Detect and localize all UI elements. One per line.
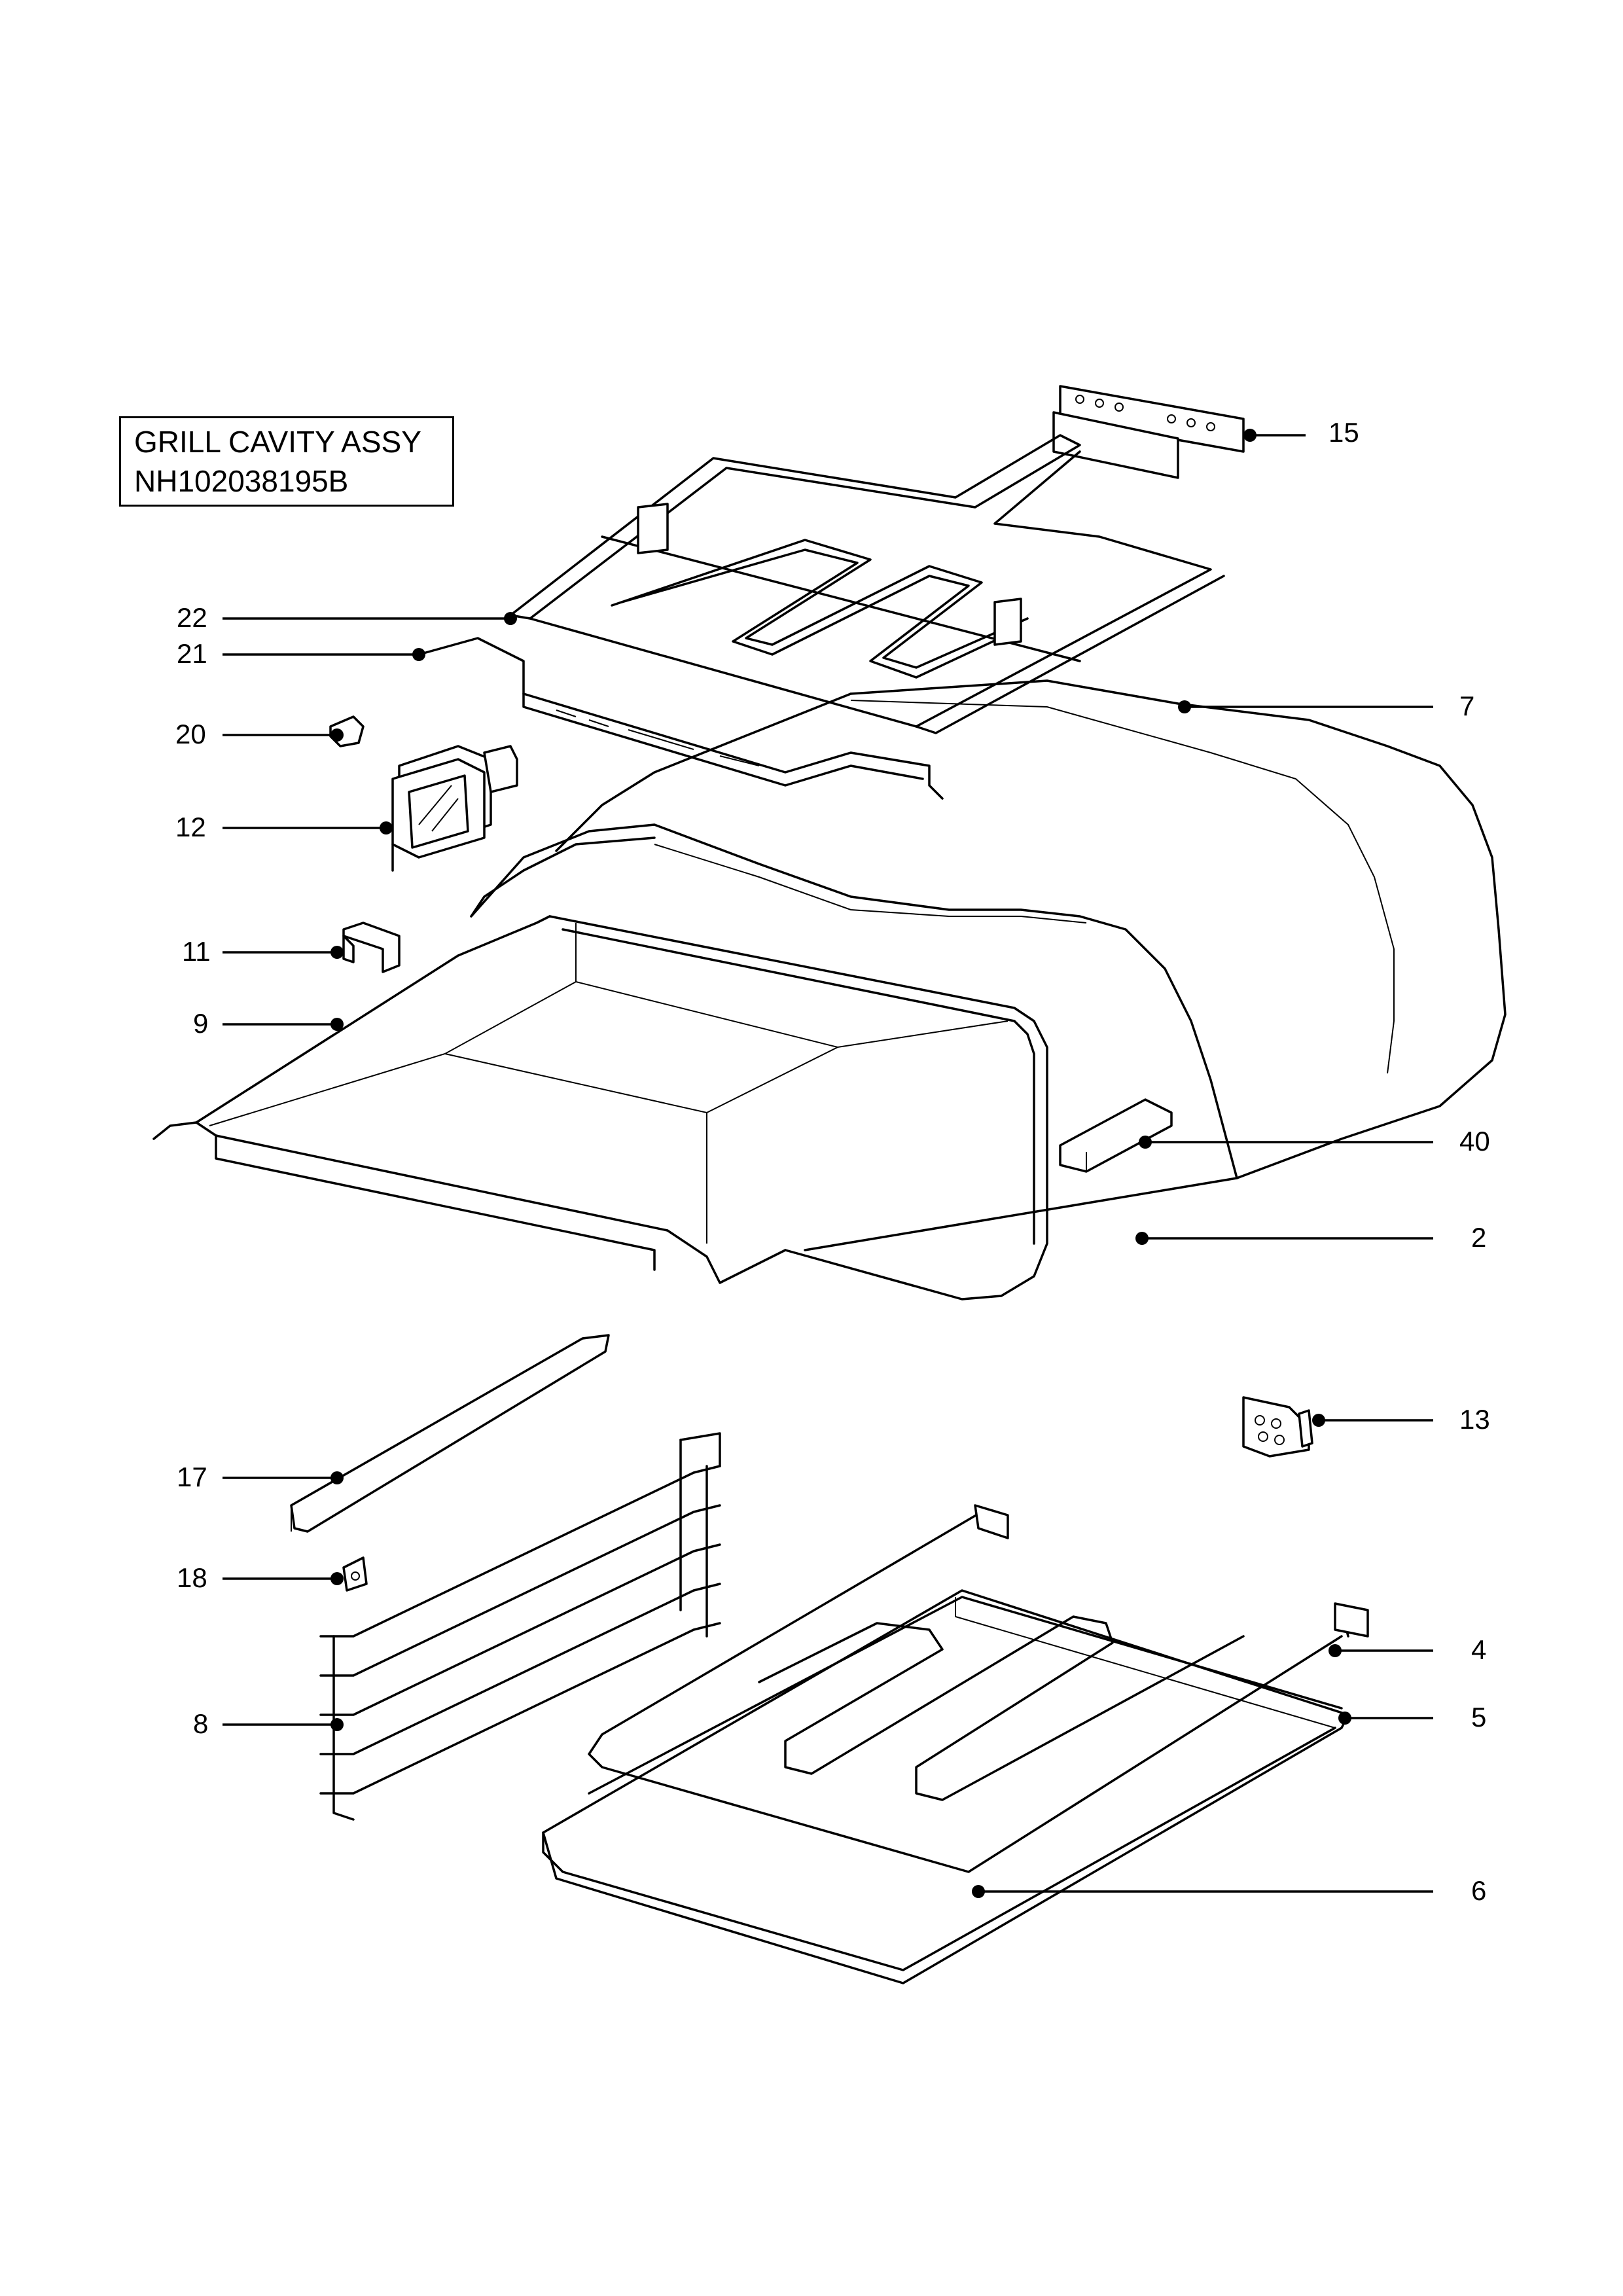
callout-label-20: 20 <box>175 719 206 749</box>
callout-40: 40 <box>1139 1126 1490 1157</box>
top-grill-element-part-22 <box>509 434 1225 734</box>
terminal-block-part-15 <box>1052 385 1245 479</box>
assembly-title: GRILL CAVITY ASSY <box>134 425 421 459</box>
callout-label-13: 13 <box>1459 1404 1490 1435</box>
lamp-assembly-part-12 <box>391 745 518 872</box>
callout-2: 2 <box>1135 1222 1486 1253</box>
callout-label-9: 9 <box>193 1008 208 1039</box>
reflector-bracket-part-21 <box>418 637 944 800</box>
callout-22: 22 <box>177 602 517 633</box>
callout-20: 20 <box>175 719 344 749</box>
base-tray-part-5 <box>542 1589 1349 1984</box>
callout-6: 6 <box>972 1875 1486 1906</box>
callout-13: 13 <box>1312 1404 1490 1435</box>
assembly-title-box: GRILL CAVITY ASSY NH102038195B <box>119 416 454 507</box>
callout-7: 7 <box>1178 691 1474 721</box>
callout-label-5: 5 <box>1471 1702 1486 1732</box>
callout-label-7: 7 <box>1459 691 1474 721</box>
clip-part-18 <box>342 1556 368 1592</box>
callout-label-18: 18 <box>177 1562 207 1593</box>
grill-cavity-liner-part-9 <box>152 915 1238 1300</box>
callout-17: 17 <box>177 1462 344 1492</box>
callout-label-12: 12 <box>175 812 206 842</box>
callout-label-21: 21 <box>177 638 207 669</box>
shelf-rail-part-17 <box>290 1334 610 1533</box>
bracket-part-11 <box>342 922 401 973</box>
callout-label-8: 8 <box>193 1708 208 1739</box>
callout-label-4: 4 <box>1471 1634 1486 1665</box>
callout-label-15: 15 <box>1329 417 1359 448</box>
side-wire-rack-part-8 <box>319 1432 721 1821</box>
callout-8: 8 <box>193 1708 344 1739</box>
channel-part-40 <box>1059 1098 1173 1173</box>
callout-label-11: 11 <box>182 936 211 967</box>
callout-21: 21 <box>177 638 425 669</box>
callout-label-17: 17 <box>177 1462 207 1492</box>
callout-9: 9 <box>193 1008 344 1039</box>
callout-label-2: 2 <box>1471 1222 1486 1253</box>
callout-4: 4 <box>1329 1634 1486 1665</box>
assembly-part-number: NH102038195B <box>134 464 349 498</box>
callout-12: 12 <box>175 812 393 842</box>
lower-heating-element-part-6 <box>588 1504 1369 1873</box>
callout-11: 11 <box>182 936 344 967</box>
callout-label-40: 40 <box>1459 1126 1490 1157</box>
callout-15: 15 <box>1243 417 1359 448</box>
callout-label-22: 22 <box>177 602 207 633</box>
callout-label-6: 6 <box>1471 1875 1486 1906</box>
insulation-blanket-part-7 <box>470 679 1507 1179</box>
callout-5: 5 <box>1338 1702 1486 1732</box>
terminal-plate-part-13 <box>1242 1396 1313 1458</box>
callout-18: 18 <box>177 1562 344 1593</box>
